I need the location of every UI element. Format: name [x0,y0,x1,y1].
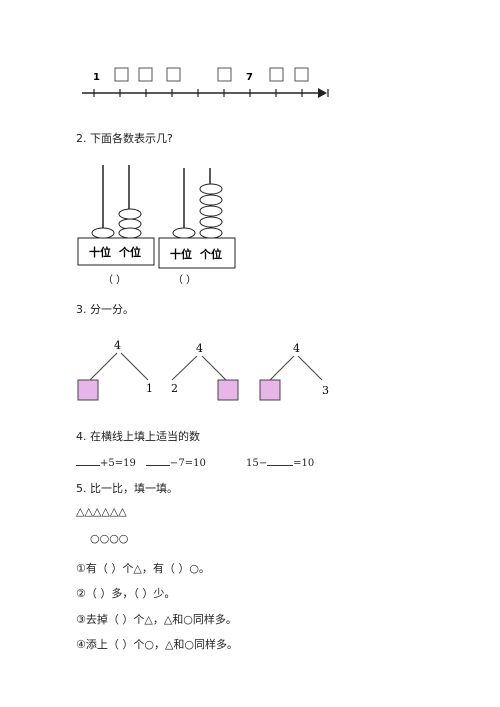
equation-2: −7=10 [146,454,206,469]
bead [199,194,223,206]
fill-blank[interactable] [146,454,170,466]
bond-right-line [201,355,227,381]
bond-left-line [89,352,118,381]
bond-top: 4 [196,342,203,355]
number-line-arrow [318,88,327,98]
abacus-base [158,237,236,269]
bead [91,227,115,239]
q5-title: 5. 比一比，填一填。 [76,482,178,495]
answer-box [166,67,181,82]
answer-box [77,379,99,401]
answer-box [269,67,284,82]
bond-top: 4 [114,339,121,352]
q5-line-2: ②（ ）多，（ ）少。 [76,587,176,600]
number-bond-3: 4 3 [259,342,329,401]
bond-right-line [297,355,323,381]
number-label-7: 7 [246,72,253,83]
answer-box [217,67,232,82]
bond-left-line [171,355,198,381]
q2-title: 2. 下面各数表示几? [76,132,173,145]
answer-box [217,379,239,401]
number-line-figure: 1 7 [82,67,329,98]
number-label-1: 1 [93,72,100,83]
q4-title: 4. 在横线上填上适当的数 [76,430,200,443]
bead [199,227,223,239]
number-bond-1: 4 1 [77,339,153,401]
number-line-ticks [93,89,329,97]
bond-right-line [120,352,149,381]
answer-box [294,67,309,82]
fill-blank[interactable] [76,454,100,466]
number-bond-figure: 4 1 4 2 4 3 [77,339,329,401]
abacus-figure: 十位 个位 （ ） 十位 个位 （ ） [77,165,236,286]
bond-right: 1 [146,382,153,395]
bead [199,216,223,228]
q3-title: 3. 分一分。 [76,303,134,316]
bond-right: 3 [322,384,329,397]
bond-left-line [269,355,295,381]
bead [118,227,142,239]
bond-left: 2 [171,382,178,395]
bead [172,227,196,239]
bead [199,205,223,217]
q5-line-3: ③去掉（ ）个△，△和○同样多。 [76,613,237,626]
bead [199,183,223,195]
number-bond-2: 4 2 [171,342,239,401]
answer-paren: （ ） [103,274,126,286]
bead [118,208,142,220]
answer-box [114,67,129,82]
label-ones: 个位 [199,247,222,261]
q5-line-4: ④添上（ ）个○，△和○同样多。 [76,638,239,651]
label-ones: 个位 [118,245,141,259]
abacus-base [77,237,155,266]
equation-1: +5=19 [76,454,136,469]
label-tens: 十位 [89,245,111,259]
fill-blank[interactable] [267,454,294,466]
answer-paren: （ ） [173,274,196,286]
abacus-2: 十位 个位 （ ） [158,168,236,286]
answer-box [138,67,153,82]
label-tens: 十位 [170,247,192,261]
equation-3: 15−=10 [246,454,314,469]
triangles-row: △△△△△△ [76,505,127,518]
q5-line-1: ①有（ ）个△，有（ ）○。 [76,562,210,575]
abacus-1: 十位 个位 （ ） [77,165,155,286]
answer-box [259,379,281,401]
bond-top: 4 [293,342,300,355]
circles-row: ○○○○ [90,532,129,545]
